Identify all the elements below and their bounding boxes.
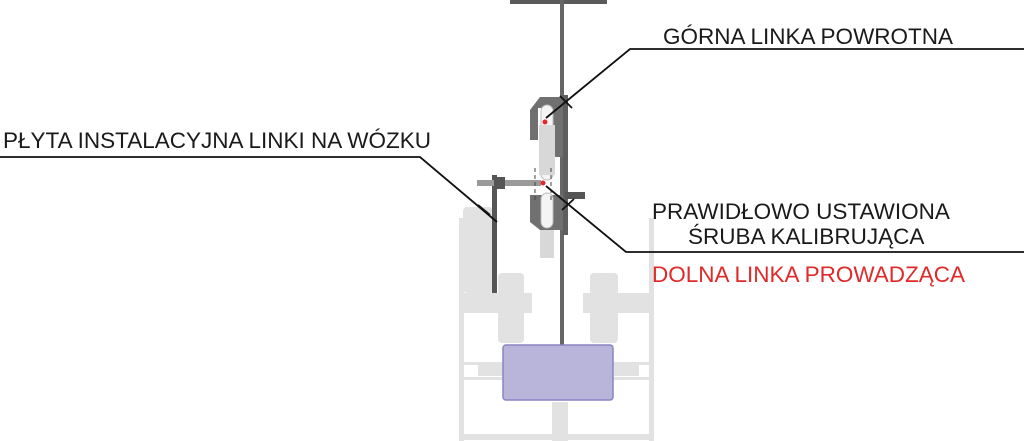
calibration-screw <box>477 180 541 186</box>
counterweight <box>502 344 614 401</box>
screw-nut <box>494 177 505 189</box>
pulley-assembly <box>530 95 585 258</box>
leader-lines <box>0 48 1024 253</box>
top-beam <box>510 0 607 4</box>
trolley-frame <box>459 207 654 441</box>
label-lower-guide-cable: DOLNA LINKA PROWADZĄCA <box>652 262 965 287</box>
label-mounting-plate: PŁYTA INSTALACYJNA LINKI NA WÓZKU <box>3 128 431 153</box>
label-calibration-screw-line2: ŚRUBA KALIBRUJĄCA <box>688 224 924 249</box>
cable-rod <box>560 0 564 346</box>
label-upper-return-cable: GÓRNA LINKA POWROTNA <box>663 24 953 49</box>
mounting-plate <box>492 175 497 293</box>
label-calibration-screw-line1: PRAWIDŁOWO USTAWIONA <box>652 199 950 224</box>
